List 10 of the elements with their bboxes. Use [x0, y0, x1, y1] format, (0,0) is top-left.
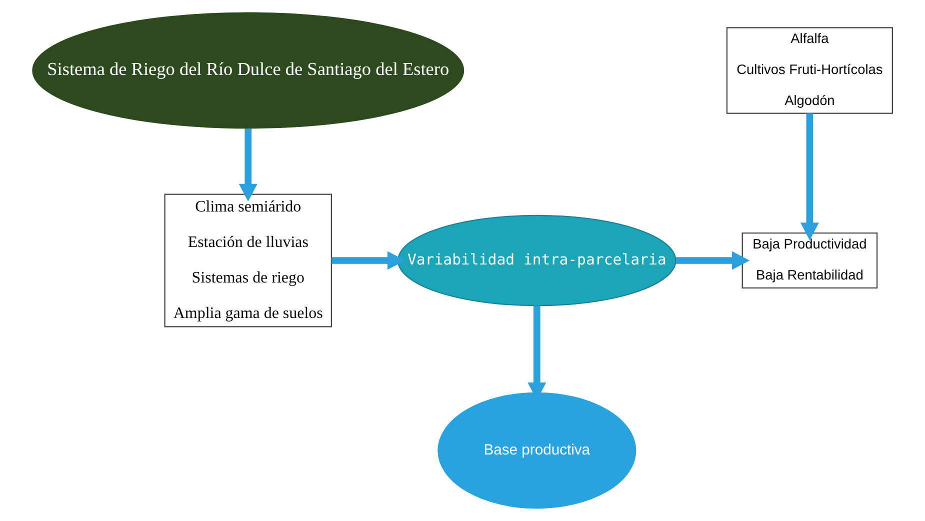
node-ellipse: Variabilidad intra-parcelaria — [398, 214, 676, 306]
node-box: Alfalfa Cultivos Fruti-Hortícolas Algodón — [726, 27, 893, 114]
node-box: Baja Productividad Baja Rentabilidad — [742, 232, 878, 288]
node-box: Clima semiárido Estación de lluvias Sistemas de riego Amplia gama de suelos — [164, 194, 332, 328]
arrow — [332, 251, 406, 270]
arrow — [800, 113, 819, 240]
node-ellipse: Sistema de Riego del Río Dulce de Santiago del Estero — [32, 12, 464, 129]
arrow — [676, 251, 750, 270]
arrow — [238, 128, 258, 202]
node-ellipse: Base productiva — [438, 392, 636, 509]
